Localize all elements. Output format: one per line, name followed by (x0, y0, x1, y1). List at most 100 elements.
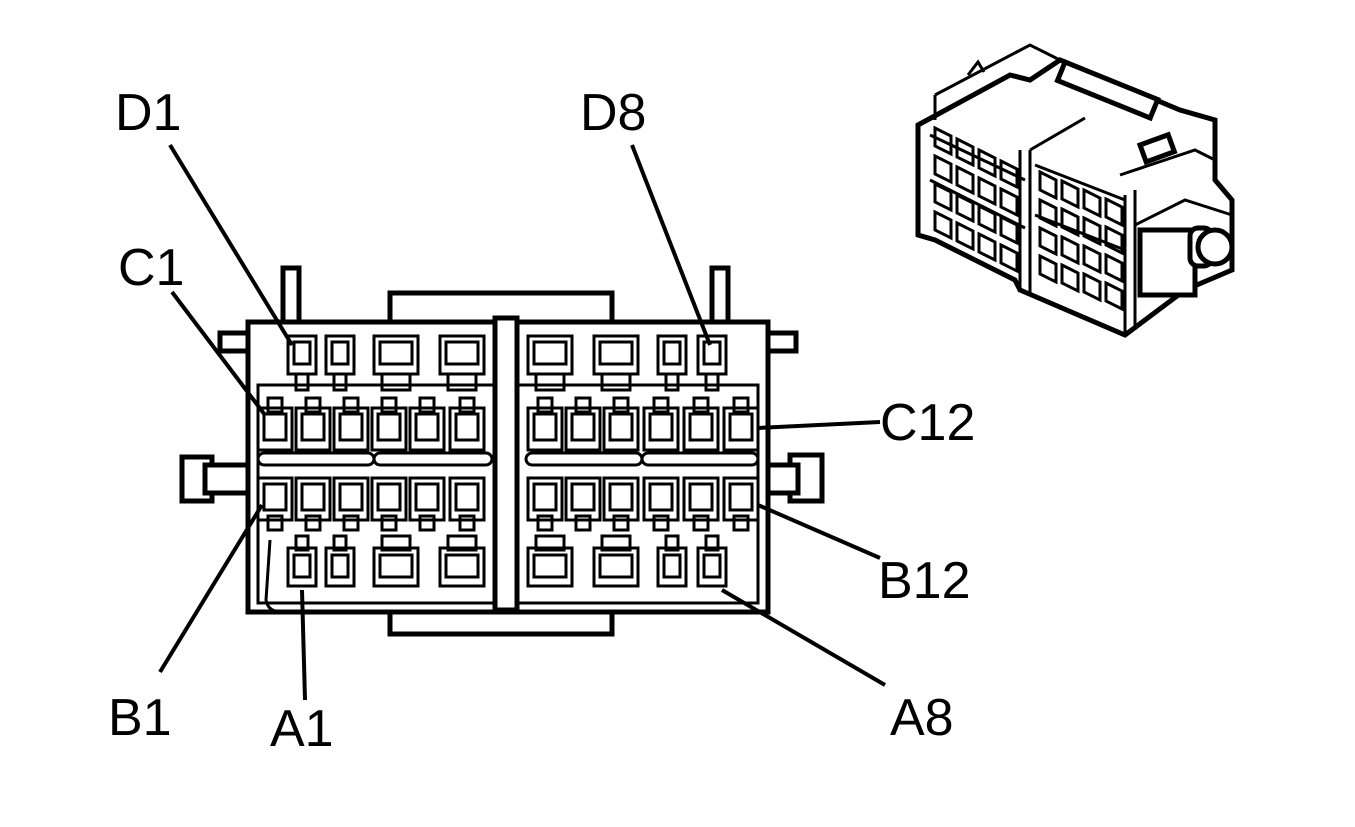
perspective-cavity (977, 147, 997, 179)
leader-a8 (720, 588, 887, 687)
label-d1: D1 (115, 84, 181, 142)
cavity-c-inner (608, 412, 634, 442)
cavity-c-latch (304, 396, 322, 414)
label-c1: C1 (118, 239, 184, 297)
leader-c1 (170, 290, 267, 417)
cavity-d-inner (598, 340, 634, 366)
cavity-b-inner (300, 482, 326, 512)
cavity-c-inner (454, 412, 480, 442)
perspective-cavity (933, 153, 953, 185)
cavity-b (256, 476, 294, 522)
cavity-b (332, 476, 370, 522)
perspective-cavity (1104, 224, 1124, 256)
cavity-a (286, 546, 318, 588)
cavity-a (372, 546, 420, 588)
perspective-cavity (1038, 225, 1058, 257)
perspective-cavity (955, 192, 975, 224)
cavity-d-latch (704, 372, 720, 392)
cavity-a (656, 546, 688, 588)
cavity-a (438, 546, 486, 588)
cavity-a (696, 546, 728, 588)
perspective-cavity (933, 209, 953, 241)
perspective-cavity (955, 136, 975, 168)
cavity-c (642, 406, 680, 452)
cavity-c-inner (688, 412, 714, 442)
perspective-cavity (977, 231, 997, 263)
cavity-b-inner (532, 482, 558, 512)
cavity-a-latch (600, 534, 632, 552)
cavity-b-inner (376, 482, 402, 512)
cavity-b-inner (338, 482, 364, 512)
label-a8: A8 (890, 689, 954, 747)
perspective-cavity (1060, 262, 1080, 294)
cavity-b-inner (728, 482, 754, 512)
cavity-c-inner (648, 412, 674, 442)
cavity-c-inner (532, 412, 558, 442)
perspective-cavity (1038, 253, 1058, 285)
cavity-b-latch (266, 514, 284, 532)
cavity-b (294, 476, 332, 522)
cavity-b (370, 476, 408, 522)
cavity-d-inner (292, 340, 312, 366)
perspective-cavity (977, 203, 997, 235)
cavity-a-inner (598, 553, 634, 579)
cavity-c (526, 406, 564, 452)
perspective-cavity (999, 214, 1019, 246)
pin-labels: D1 D8 C1 C12 B12 B1 A1 A8 (108, 84, 975, 758)
cavity-b (408, 476, 446, 522)
cavity-b-latch (732, 514, 750, 532)
cavity-c-latch (380, 396, 398, 414)
cavity-c (602, 406, 640, 452)
cavity-a-latch (664, 534, 680, 552)
cavity-b (564, 476, 602, 522)
cavity-a-latch (704, 534, 720, 552)
cavity-b-latch (418, 514, 436, 532)
cavity-b-latch (342, 514, 360, 532)
perspective-cavity (1104, 196, 1124, 228)
label-a1: A1 (270, 700, 334, 758)
cavity-a (324, 546, 356, 588)
cavity-d-inner (444, 340, 480, 366)
cavity-a-latch (332, 534, 348, 552)
label-b1: B1 (108, 689, 172, 747)
cavity-b-latch (458, 514, 476, 532)
cavity-c (448, 406, 486, 452)
perspective-cavity (1038, 169, 1058, 201)
cavity-a-inner (662, 553, 682, 579)
cavity-b (448, 476, 486, 522)
cavity-b-latch (380, 514, 398, 532)
cavity-d-inner (662, 340, 682, 366)
perspective-cavity (1060, 234, 1080, 266)
leader-b12 (757, 503, 881, 560)
cavity-b (602, 476, 640, 522)
perspective-cavity (1104, 280, 1124, 312)
leader-d8 (630, 144, 712, 346)
cavity-c (564, 406, 602, 452)
leader-lines (158, 143, 887, 701)
connector-perspective-view (915, 43, 1235, 338)
cavity-d-inner (378, 340, 414, 366)
perspective-cavity (999, 186, 1019, 218)
cavity-d-latch (664, 372, 680, 392)
leader-c12 (757, 420, 881, 430)
cavity-b-inner (262, 482, 288, 512)
cavity-c-inner (262, 412, 288, 442)
cavity-d-latch (380, 372, 412, 392)
cavity-c (256, 406, 294, 452)
perspective-pin-cavities (933, 125, 1124, 312)
perspective-cavity (1082, 187, 1102, 219)
cavity-c (294, 406, 332, 452)
cavity-c-latch (692, 396, 710, 414)
cavity-d-latch (294, 372, 310, 392)
perspective-cavity (933, 125, 953, 157)
cavity-c (408, 406, 446, 452)
cavity-b (682, 476, 720, 522)
cavity-b-inner (414, 482, 440, 512)
perspective-cavity (1060, 206, 1080, 238)
cavity-c-inner (376, 412, 402, 442)
cavity-b-inner (648, 482, 674, 512)
leader-d1 (168, 143, 294, 347)
cavity-c (370, 406, 408, 452)
cavity-c-latch (574, 396, 592, 414)
